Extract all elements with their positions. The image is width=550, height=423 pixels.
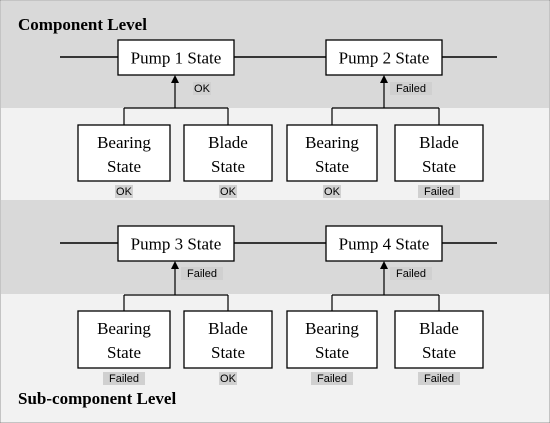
pump-4-label: Pump 4 State — [339, 235, 430, 254]
pump-2-bearing-status-highlight — [323, 185, 341, 198]
subcomponent-level-label: Sub-component Level — [18, 389, 176, 408]
pump-4-blade-label-line1: Blade — [419, 319, 459, 338]
pump-1-bearing-label-line1: Bearing — [97, 133, 151, 152]
pump-2-bearing-label-line2: State — [315, 157, 349, 176]
pump-3-bearing-label-line2: State — [107, 343, 141, 362]
pump-1-bearing-label-line2: State — [107, 157, 141, 176]
pump-1-bearing-status-highlight — [115, 185, 133, 198]
pump-2-label: Pump 2 State — [339, 49, 430, 68]
pump-1-bearing-status: OK — [116, 186, 133, 198]
pump-1-blade-box — [183, 124, 273, 182]
pump-3-status-highlight — [181, 267, 223, 280]
pump-1-box — [117, 39, 235, 76]
pump-4-blade-label-line2: State — [422, 343, 456, 362]
pump-3-status: Failed — [187, 268, 217, 280]
pump-3-blade-status-highlight — [219, 372, 237, 385]
pump-3-bearing-label-line1: Bearing — [97, 319, 151, 338]
pump-3-bearing-box — [77, 310, 171, 369]
top-dark-band — [1, 1, 549, 108]
pump-3-blade-label-line1: Blade — [208, 319, 248, 338]
pump-4-blade-status-highlight — [418, 372, 460, 385]
pump-2-bearing-status: OK — [324, 186, 341, 198]
pump-1-blade-status: OK — [220, 186, 237, 198]
arrow-head-icon — [380, 261, 388, 269]
pump-2-bearing-label-line1: Bearing — [305, 133, 359, 152]
pump-3-box — [117, 225, 235, 262]
pump-2-status: Failed — [396, 83, 426, 95]
pump-4-bearing-label-line1: Bearing — [305, 319, 359, 338]
pump-2-status-highlight — [390, 82, 432, 95]
arrow-head-icon — [380, 75, 388, 83]
pump-1-bearing-box — [77, 124, 171, 182]
pump-3-blade-status: OK — [220, 373, 237, 385]
pump-4-blade-status: Failed — [424, 373, 454, 385]
pump-2-blade-status: Failed — [424, 186, 454, 198]
pump-2-blade-status-highlight — [418, 185, 460, 198]
pump-3-bearing-status: Failed — [109, 373, 139, 385]
pump-2-box — [325, 39, 443, 76]
pump-1-blade-status-highlight — [219, 185, 237, 198]
pump-4-blade-box — [394, 310, 484, 369]
pump-1-label: Pump 1 State — [131, 49, 222, 68]
pump-4-bearing-label-line2: State — [315, 343, 349, 362]
diagram-row-2: Pump 3 StateFailedBearingStateFailedBlad… — [60, 225, 497, 385]
bottom-dark-band — [1, 200, 549, 294]
pump-2-bearing-box — [286, 124, 378, 182]
pump-4-bearing-box — [286, 310, 378, 369]
pump-1-blade-label-line1: Blade — [208, 133, 248, 152]
pump-3-bearing-status-highlight — [103, 372, 145, 385]
pump-4-bearing-status-highlight — [311, 372, 353, 385]
pump-4-box — [325, 225, 443, 262]
pump-3-label: Pump 3 State — [131, 235, 222, 254]
pump-2-blade-box — [394, 124, 484, 182]
pump-1-status-highlight — [193, 82, 211, 95]
pump-1-blade-label-line2: State — [211, 157, 245, 176]
pump-3-blade-label-line2: State — [211, 343, 245, 362]
pump-4-status-highlight — [390, 267, 432, 280]
pump-2-blade-label-line1: Blade — [419, 133, 459, 152]
pump-3-blade-box — [183, 310, 273, 369]
component-level-label: Component Level — [18, 15, 147, 34]
pump-4-status: Failed — [396, 268, 426, 280]
pump-2-blade-label-line2: State — [422, 157, 456, 176]
arrow-head-icon — [171, 75, 179, 83]
diagram-row-1: Pump 1 StateOKBearingStateOKBladeStateOK… — [60, 39, 497, 198]
arrow-head-icon — [171, 261, 179, 269]
pump-4-bearing-status: Failed — [317, 373, 347, 385]
pump-1-status: OK — [194, 83, 211, 95]
